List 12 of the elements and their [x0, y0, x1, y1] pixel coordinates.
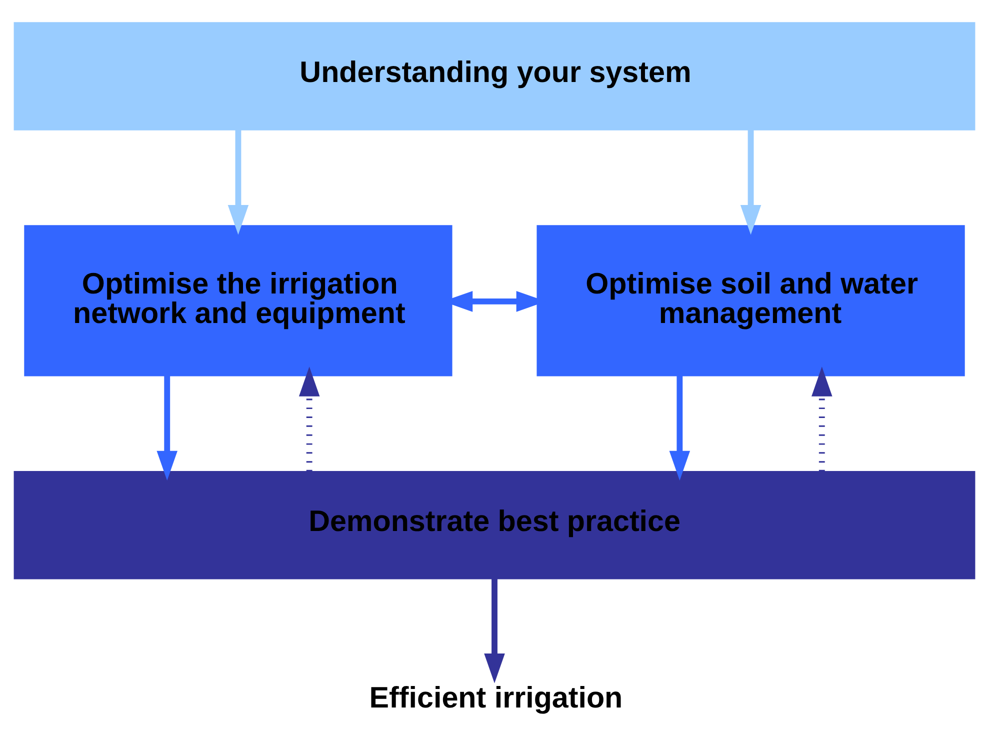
arrow [740, 130, 762, 235]
arrow [228, 130, 249, 235]
node-box: Demonstrate best practice [14, 471, 976, 580]
node-box: Optimise soil and water management [536, 225, 965, 376]
arrow [669, 376, 690, 481]
arrow [812, 366, 832, 472]
arrow [298, 366, 320, 472]
node-box: Understanding your system [14, 22, 976, 130]
node-box: Optimise the irrigation network and equipment [24, 225, 452, 376]
arrow [156, 376, 178, 481]
arrow [484, 578, 505, 684]
node-text: Efficient irrigation [369, 681, 623, 714]
